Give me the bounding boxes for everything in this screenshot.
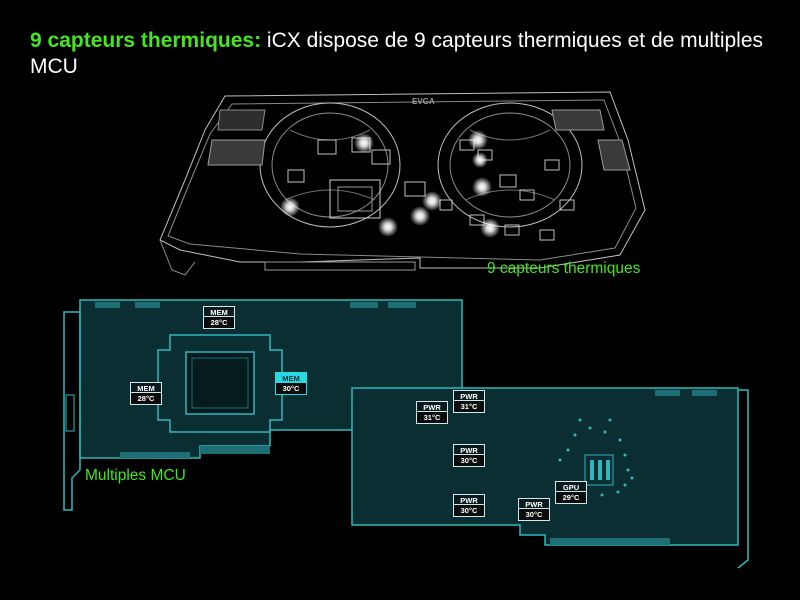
mem-sensor-tag: MEM 28°C: [130, 382, 162, 405]
pwr-sensor-tag: PWR 31°C: [453, 390, 485, 413]
headline-text: iCX dispose de 9 capteurs thermiques et …: [30, 29, 764, 78]
tag-value: 31°C: [416, 412, 448, 424]
tag-label: PWR: [453, 494, 485, 505]
headline-highlight: 9 capteurs thermiques:: [30, 29, 262, 52]
gpu-wireframe: [159, 91, 646, 276]
tag-label: PWR: [453, 390, 485, 401]
pcb-back: [351, 387, 749, 569]
tag-value: 28°C: [203, 317, 235, 329]
sensor-dot: [480, 218, 500, 238]
tag-label: GPU: [555, 481, 587, 492]
sensor-dot: [410, 206, 430, 226]
sensor-glow-dots: [280, 130, 500, 238]
headline: 9 capteurs thermiques: iCX dispose de 9 …: [30, 28, 770, 80]
tag-label: MEM: [203, 306, 235, 317]
sensor-dot: [378, 217, 398, 237]
tag-value: 28°C: [130, 393, 162, 405]
tag-label: PWR: [453, 444, 485, 455]
tag-value: 31°C: [453, 401, 485, 413]
tag-value: 30°C: [453, 505, 485, 517]
gpu-brand-label: EVGA: [412, 97, 435, 106]
sensor-dot: [472, 177, 492, 197]
tag-value: 30°C: [275, 383, 307, 395]
pwr-sensor-tag: PWR 30°C: [518, 498, 550, 521]
pwr-sensor-tag: PWR 30°C: [453, 444, 485, 467]
sensor-dot: [472, 152, 488, 168]
tag-label: MEM: [275, 372, 307, 383]
tag-label: PWR: [518, 498, 550, 509]
sensor-dot: [422, 191, 442, 211]
sensor-dot: [468, 130, 488, 150]
pwr-sensor-tag: PWR 31°C: [416, 401, 448, 424]
gpu-sensor-tag: GPU 29°C: [555, 481, 587, 504]
sensor-dot: [280, 197, 300, 217]
tag-value: 30°C: [518, 509, 550, 521]
sensor-dot: [354, 133, 374, 153]
tag-label: PWR: [416, 401, 448, 412]
tag-label: MEM: [130, 382, 162, 393]
tag-value: 29°C: [555, 492, 587, 504]
pwr-sensor-tag: PWR 30°C: [453, 494, 485, 517]
caption-sensors: 9 capteurs thermiques: [487, 260, 641, 277]
tag-value: 30°C: [453, 455, 485, 467]
mem-sensor-tag-highlighted: MEM 30°C: [275, 372, 307, 395]
caption-mcu: Multiples MCU: [85, 467, 186, 484]
mem-sensor-tag: MEM 28°C: [203, 306, 235, 329]
